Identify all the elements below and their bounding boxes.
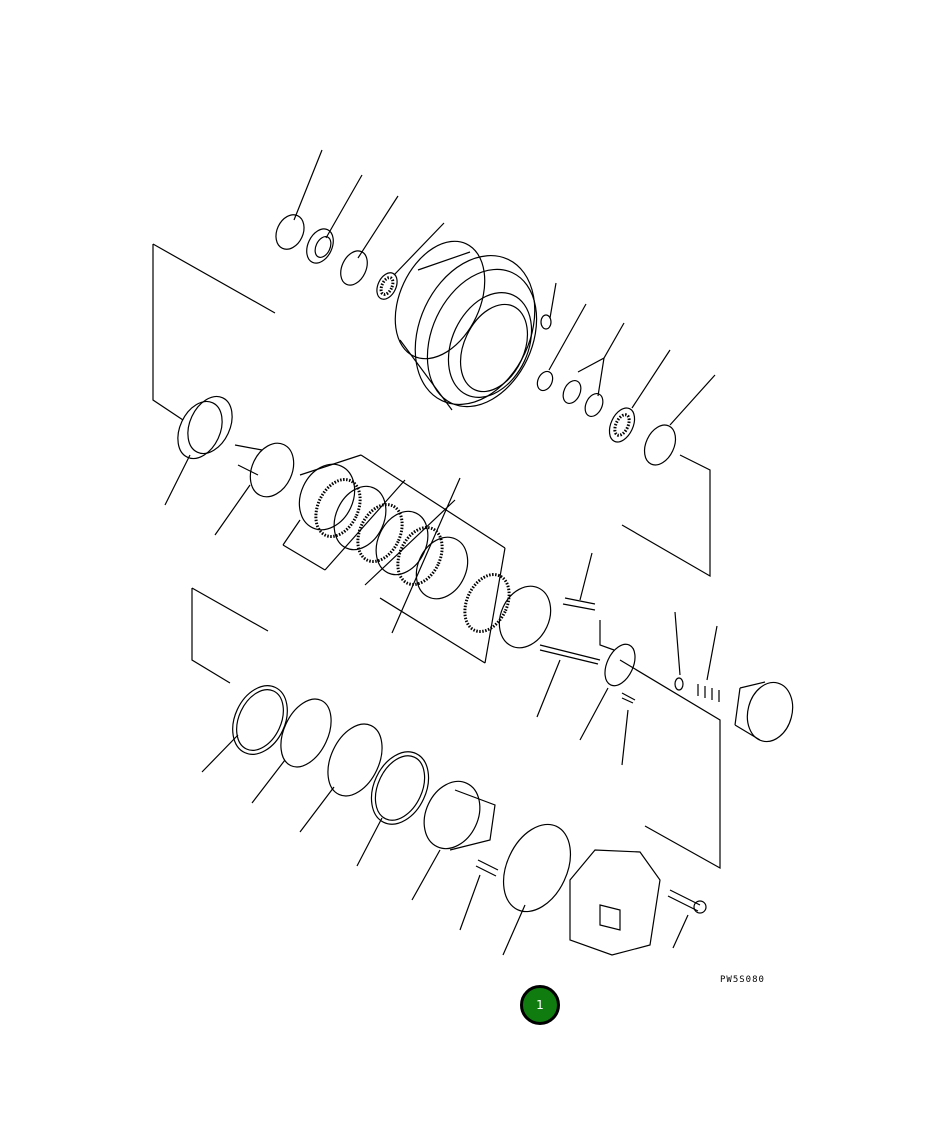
housing	[394, 240, 538, 411]
leader-lines	[152, 149, 721, 956]
ring-nut	[643, 424, 677, 466]
lower-parts	[232, 685, 707, 956]
middle-parts	[177, 395, 794, 743]
callout-badge[interactable]: 1	[520, 985, 560, 1025]
snap-ring	[275, 214, 305, 250]
bearing	[376, 272, 398, 300]
upper-parts	[275, 214, 677, 466]
drawing-code: PW5S080	[720, 975, 765, 985]
valve-block	[569, 849, 661, 956]
o-ring	[340, 250, 368, 286]
